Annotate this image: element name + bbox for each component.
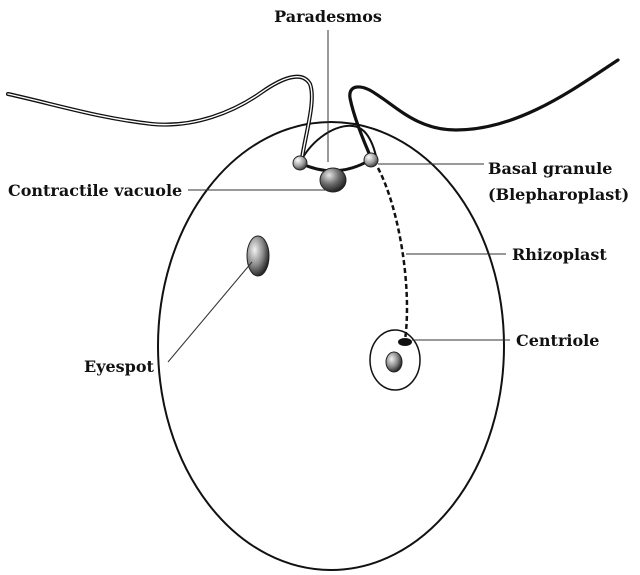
contractile-vacuole bbox=[320, 168, 346, 192]
label-rhizoplast: Rhizoplast bbox=[512, 245, 607, 264]
basal-granule-right bbox=[364, 153, 378, 167]
label-eyespot: Eyespot bbox=[84, 357, 155, 376]
flagellum-right bbox=[350, 60, 618, 160]
label-blepharoplast: (Blepharoplast) bbox=[488, 185, 629, 204]
label-centriole: Centriole bbox=[516, 331, 599, 350]
flagellum-left-inner bbox=[8, 77, 312, 158]
nucleolus bbox=[386, 352, 402, 372]
label-contractile-vacuole: Contractile vacuole bbox=[8, 181, 182, 200]
label-basal-granule: Basal granule bbox=[488, 159, 612, 178]
centriole bbox=[398, 338, 412, 346]
basal-granule-left bbox=[293, 156, 307, 170]
leader-line-eyespot bbox=[168, 262, 252, 362]
eyespot bbox=[247, 236, 269, 276]
label-paradesmos: Paradesmos bbox=[274, 7, 382, 26]
rhizoplast bbox=[378, 168, 407, 340]
